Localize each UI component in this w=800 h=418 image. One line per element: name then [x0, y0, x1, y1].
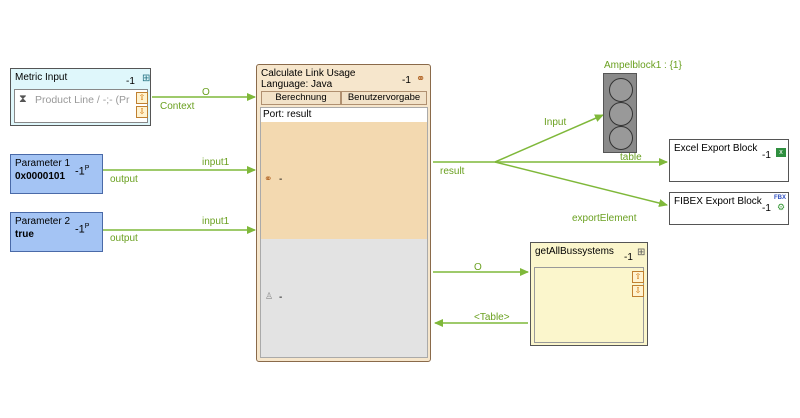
parameter-1-node[interactable]: Parameter 1 0x0000101 -1P — [10, 154, 103, 194]
person-icon: ♙ — [265, 291, 274, 301]
edge-label-input1-a: input1 — [202, 157, 230, 168]
arrow-up-icon[interactable]: ⇧ — [136, 92, 148, 104]
traffic-light-top-lamp — [609, 78, 633, 102]
calc-lower-area — [261, 239, 427, 357]
tab-berechnung[interactable]: Berechnung — [261, 91, 341, 105]
parameter-1-title: Parameter 1 — [15, 158, 71, 169]
metric-input-title: Metric Input — [15, 72, 68, 83]
fibex-export-badge: -1 — [762, 203, 771, 214]
arrow-down-icon[interactable]: ⇩ — [136, 106, 148, 118]
excel-icon: x — [776, 148, 786, 157]
hierarchy-icon: ⊞ — [142, 73, 151, 84]
arrow-up-icon[interactable]: ⇧ — [632, 271, 644, 283]
ampel-title: Ampelblock1 : {1} — [604, 60, 682, 71]
parameter-2-title: Parameter 2 — [15, 216, 71, 227]
fibex-tag: FBX — [774, 195, 786, 201]
metric-input-field-box[interactable]: ⧗ Product Line / -;- (Pr ⇧ ⇩ — [14, 89, 148, 123]
metric-input-field: Product Line / -;- (Pr — [35, 94, 130, 106]
get-all-bussystems-badge: -1 — [624, 252, 633, 263]
calculate-link-usage-node[interactable]: Calculate Link Usage Language: Java -1 ⚭… — [256, 64, 431, 362]
calc-result-port-label: result — [440, 166, 465, 177]
calc-row2-dash: - — [279, 292, 283, 303]
traffic-light-bottom-lamp — [609, 126, 633, 150]
fibex-icon: ⚙ — [777, 202, 786, 212]
edge-result-to-ampel — [433, 114, 604, 163]
calc-title: Calculate Link Usage — [261, 68, 356, 79]
metric-input-badge: -1 — [126, 76, 135, 87]
get-all-bussystems-title: getAllBussystems — [535, 246, 614, 257]
get-all-bussystems-body: ⇧ ⇩ — [534, 267, 644, 343]
parameter-2-badge: -1P — [75, 223, 89, 236]
fibex-export-node[interactable]: FIBEX Export Block -1 FBX ⚙ — [669, 192, 789, 225]
parameter-2-badge-sup: P — [84, 223, 90, 230]
calc-badge: -1 — [402, 75, 411, 86]
traffic-light-middle-lamp — [609, 102, 633, 126]
parameter-2-node[interactable]: Parameter 2 true -1P — [10, 212, 103, 252]
arrow-down-icon[interactable]: ⇩ — [632, 285, 644, 297]
parameter-1-port-label: output — [110, 174, 138, 185]
calc-body: Port: result ⚭ - ♙ - — [260, 107, 428, 358]
edge-label-context-o: O — [202, 87, 210, 98]
edge-label-input1-b: input1 — [202, 216, 230, 227]
calc-row1-dash: - — [279, 174, 283, 185]
parameter-2-value: true — [15, 229, 34, 240]
parameter-1-value: 0x0000101 — [15, 171, 66, 182]
fibex-export-title: FIBEX Export Block — [674, 196, 762, 207]
calc-language: Language: Java — [261, 79, 333, 90]
edge-label-export-element: exportElement — [572, 213, 637, 224]
metric-input-port-label: Context — [160, 101, 195, 112]
metric-input-node[interactable]: Metric Input -1 ⊞ ⧗ Product Line / -;- (… — [10, 68, 151, 126]
parameter-1-badge-text: -1 — [75, 165, 85, 178]
parameter-1-badge: -1P — [75, 165, 89, 178]
hierarchy-icon: ⊞ — [637, 247, 646, 258]
edge-label-input: Input — [544, 117, 567, 128]
link-small-icon: ⚭ — [264, 174, 273, 185]
edge-label-o-getall: O — [474, 262, 482, 273]
excel-export-badge: -1 — [762, 150, 771, 161]
edge-label-table-back: <Table> — [474, 312, 510, 323]
tab-benutzervorgabe[interactable]: Benutzervorgabe — [341, 91, 427, 105]
traffic-light-node[interactable] — [603, 73, 637, 153]
link-icon: ⚭ — [416, 73, 426, 85]
get-all-bussystems-node[interactable]: getAllBussystems -1 ⊞ ⇧ ⇩ — [530, 242, 648, 346]
parameter-1-badge-sup: P — [84, 165, 90, 172]
edge-label-table: table — [620, 152, 642, 163]
excel-export-title: Excel Export Block — [674, 143, 758, 154]
parameter-2-port-label: output — [110, 233, 138, 244]
hourglass-icon: ⧗ — [19, 93, 27, 105]
excel-export-node[interactable]: Excel Export Block -1 x — [669, 139, 789, 182]
calc-upper-area — [261, 122, 427, 239]
edge-result-to-fibex — [494, 161, 668, 207]
calc-port-label: Port: result — [263, 109, 312, 120]
parameter-2-badge-text: -1 — [75, 223, 85, 236]
